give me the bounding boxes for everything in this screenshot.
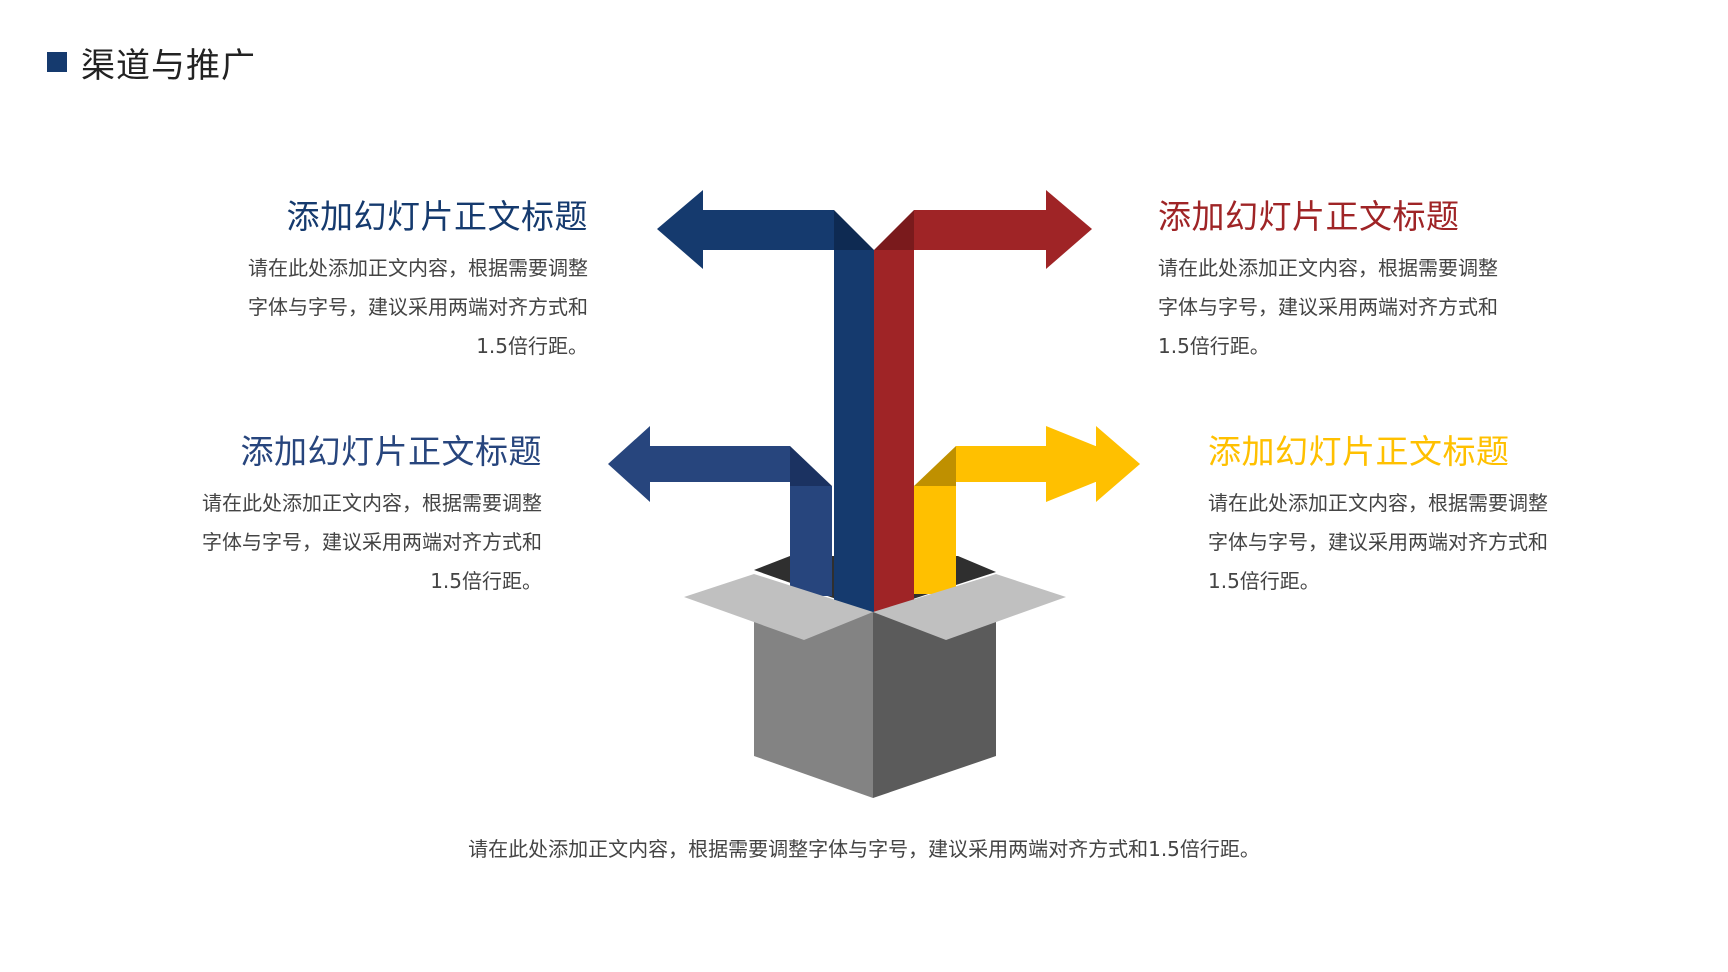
arrow-bottom-left-fold: [790, 446, 832, 488]
arrow-top-right-stem: [874, 250, 914, 616]
block-heading: 添加幻灯片正文标题: [240, 432, 542, 471]
body-line: 1.5倍行距。: [1158, 334, 1270, 358]
arrow-top-left-stem: [834, 250, 874, 616]
body-line: 1.5倍行距。: [476, 334, 588, 358]
body-line: 请在此处添加正文内容，根据需要调整: [1158, 256, 1498, 280]
body-line: 字体与字号，建议采用两端对齐方式和: [1158, 295, 1498, 319]
arrow-bottom-right-fold: [914, 446, 956, 486]
title-square-icon: [47, 52, 67, 72]
arrow-bottom-left-head: [608, 426, 700, 502]
page-header: 渠道与推广: [47, 38, 256, 86]
body-line: 请在此处添加正文内容，根据需要调整: [248, 256, 588, 280]
arrow-bottom-left-stem: [790, 486, 832, 596]
arrow-bottom-right-shaft: [956, 446, 1046, 482]
block-body: 请在此处添加正文内容，根据需要调整 字体与字号，建议采用两端对齐方式和 1.5倍…: [168, 249, 588, 366]
block-body: 请在此处添加正文内容，根据需要调整 字体与字号，建议采用两端对齐方式和 1.5倍…: [1158, 249, 1578, 366]
page-title: 渠道与推广: [81, 45, 256, 86]
arrow-top-right-head: [1046, 190, 1092, 269]
box-flap-right: [873, 574, 1066, 640]
body-line: 请在此处添加正文内容，根据需要调整: [202, 491, 542, 515]
block-body: 请在此处添加正文内容，根据需要调整 字体与字号，建议采用两端对齐方式和 1.5倍…: [122, 484, 542, 601]
box-left-face: [754, 612, 873, 798]
block-body: 请在此处添加正文内容，根据需要调整 字体与字号，建议采用两端对齐方式和 1.5倍…: [1208, 484, 1628, 601]
box-right-face: [873, 612, 996, 798]
arrow-top-left-head: [657, 190, 750, 269]
arrow-bottom-right-stem: [914, 486, 956, 594]
box-flap-left: [684, 574, 873, 640]
text-block-top-right: 添加幻灯片正文标题 请在此处添加正文内容，根据需要调整 字体与字号，建议采用两端…: [1158, 195, 1578, 366]
body-line: 字体与字号，建议采用两端对齐方式和: [1208, 530, 1548, 554]
text-block-bottom-left: 添加幻灯片正文标题 请在此处添加正文内容，根据需要调整 字体与字号，建议采用两端…: [122, 430, 542, 601]
body-line: 字体与字号，建议采用两端对齐方式和: [248, 295, 588, 319]
arrow-top-left-shaft: [750, 210, 834, 250]
arrow-top-left-fold: [834, 210, 874, 250]
arrow-top-right-fold: [874, 210, 914, 250]
body-line: 1.5倍行距。: [1208, 569, 1320, 593]
footer-caption: 请在此处添加正文内容，根据需要调整字体与字号，建议采用两端对齐方式和1.5倍行距…: [468, 837, 1260, 861]
text-block-bottom-right: 添加幻灯片正文标题 请在此处添加正文内容，根据需要调整 字体与字号，建议采用两端…: [1208, 430, 1628, 601]
arrow-top-right-shaft: [914, 210, 1046, 250]
text-block-top-left: 添加幻灯片正文标题 请在此处添加正文内容，根据需要调整 字体与字号，建议采用两端…: [168, 195, 588, 366]
block-heading: 添加幻灯片正文标题: [286, 197, 588, 236]
body-line: 1.5倍行距。: [430, 569, 542, 593]
block-heading: 添加幻灯片正文标题: [1208, 432, 1510, 471]
body-line: 请在此处添加正文内容，根据需要调整: [1208, 491, 1548, 515]
block-heading: 添加幻灯片正文标题: [1158, 197, 1460, 236]
body-line: 字体与字号，建议采用两端对齐方式和: [202, 530, 542, 554]
arrow-bottom-left-shaft: [700, 446, 790, 482]
